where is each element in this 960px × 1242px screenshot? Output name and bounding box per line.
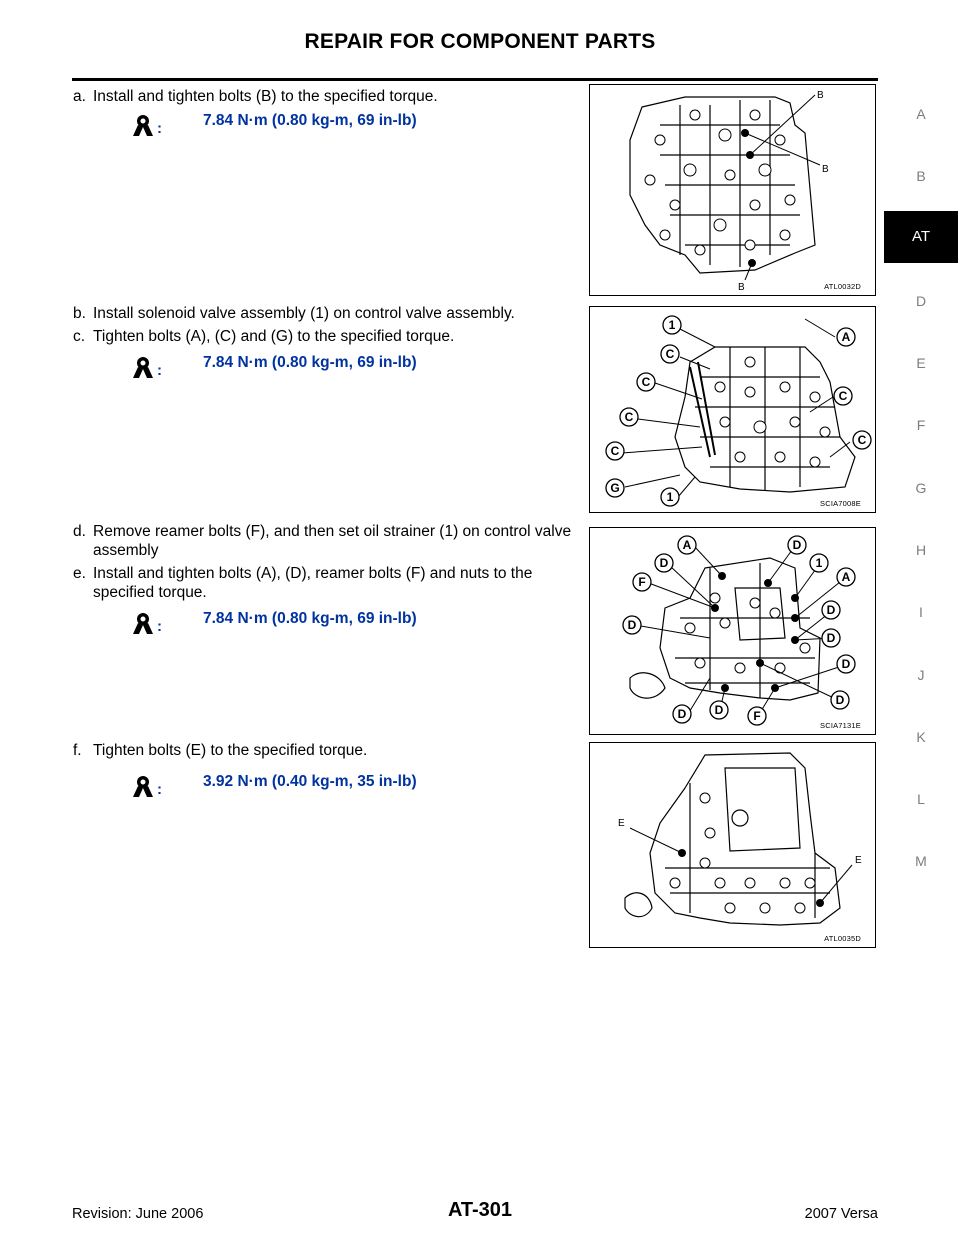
torque-wrench-icon <box>133 613 153 634</box>
callout-label: D <box>678 707 687 721</box>
figure-code: ATL0035D <box>824 934 861 943</box>
callout-label: D <box>827 631 836 645</box>
figure-2: 1 C C C C G 1 A C C SCIA7008E <box>589 306 876 513</box>
torque-value: 7.84 N·m (0.80 kg-m, 69 in-lb) <box>203 112 417 129</box>
valve-body-illustration: B B B <box>629 90 829 293</box>
figure-code: SCIA7131E <box>820 721 861 730</box>
step-letter: e. <box>73 565 86 582</box>
torque-wrench-icon <box>133 115 153 136</box>
footer-page-number: AT-301 <box>447 1199 513 1221</box>
callout-label: 1 <box>816 556 823 570</box>
torque-colon: : <box>157 618 162 635</box>
side-index-item[interactable]: I <box>919 604 923 620</box>
callout-label: B <box>822 164 829 175</box>
torque-colon: : <box>157 781 162 798</box>
step-text: Tighten bolts (A), (C) and (G) to the sp… <box>93 328 455 345</box>
step-letter: a. <box>73 88 86 105</box>
figure-4: E E ATL0035D <box>589 742 876 948</box>
step-text: Install solenoid valve assembly (1) on c… <box>93 305 515 322</box>
step-letter: b. <box>73 305 86 322</box>
step-f: f. Tighten bolts (E) to the specified to… <box>73 741 580 760</box>
side-index-item[interactable]: M <box>915 853 927 869</box>
torque-colon: : <box>157 120 162 137</box>
callout-label: D <box>842 657 851 671</box>
callout-label: C <box>611 444 620 458</box>
torque-value: 7.84 N·m (0.80 kg-m, 69 in-lb) <box>203 610 417 627</box>
figure-3: A D 1 D A F D D D D D D D F <box>589 527 876 735</box>
callout-label: D <box>827 603 836 617</box>
figure-code: SCIA7008E <box>820 499 861 508</box>
callout-label: D <box>836 693 845 707</box>
step-text: Remove reamer bolts (F), and then set oi… <box>93 523 572 559</box>
side-index-item[interactable]: H <box>915 542 927 558</box>
step-letter: c. <box>73 328 86 345</box>
callout-label: A <box>842 570 851 584</box>
step-letter: d. <box>73 523 86 540</box>
side-index-item[interactable]: D <box>915 293 927 309</box>
side-index-item[interactable]: L <box>917 791 925 807</box>
callout-label: C <box>839 389 848 403</box>
torque-spec-1: : 7.84 N·m (0.80 kg-m, 69 in-lb) <box>130 112 460 142</box>
torque-spec-4: : 3.92 N·m (0.40 kg-m, 35 in-lb) <box>130 773 460 803</box>
torque-wrench-icon <box>133 357 153 378</box>
torque-value: 3.92 N·m (0.40 kg-m, 35 in-lb) <box>203 773 417 790</box>
callout-label: F <box>753 709 760 723</box>
figure-1: B B B ATL0032D <box>589 84 876 296</box>
step-text: Install and tighten bolts (B) to the spe… <box>93 88 438 105</box>
callout-label: D <box>628 618 637 632</box>
callout-label: E <box>618 818 625 829</box>
side-index-item[interactable]: E <box>916 355 926 371</box>
solenoid-valve-illustration: 1 C C C C G 1 A C C <box>605 315 872 507</box>
step-a: a. Install and tighten bolts (B) to the … <box>73 87 580 106</box>
callout-label: C <box>625 410 634 424</box>
page-title: REPAIR FOR COMPONENT PARTS <box>304 30 656 53</box>
callout-label: G <box>610 481 619 495</box>
side-index-item[interactable]: A <box>916 106 926 122</box>
callout-label: D <box>715 703 724 717</box>
torque-value: 7.84 N·m (0.80 kg-m, 69 in-lb) <box>203 354 417 371</box>
side-index-item[interactable]: B <box>916 168 926 184</box>
callout-label: 1 <box>669 318 676 332</box>
step-e: e. Install and tighten bolts (A), (D), r… <box>73 564 580 602</box>
torque-wrench-icon <box>133 776 153 797</box>
side-index-active-tab[interactable]: AT <box>884 211 958 263</box>
footer-model: 2007 Versa <box>804 1206 878 1222</box>
torque-colon: : <box>157 362 162 379</box>
side-index-item[interactable]: J <box>917 667 925 683</box>
step-d: d. Remove reamer bolts (F), and then set… <box>73 522 580 560</box>
callout-label: 1 <box>667 490 674 504</box>
step-b: b. Install solenoid valve assembly (1) o… <box>73 304 580 323</box>
callout-label: B <box>738 282 745 293</box>
callout-label: A <box>683 538 692 552</box>
valve-assembly-illustration: E E <box>618 752 862 926</box>
side-index-item[interactable]: K <box>916 729 926 745</box>
callout-label: C <box>858 433 867 447</box>
callout-label: E <box>855 855 862 866</box>
step-letter: f. <box>73 742 82 759</box>
figure-code: ATL0032D <box>824 282 861 291</box>
callout-label: D <box>660 556 669 570</box>
callout-label: F <box>638 575 645 589</box>
footer-revision: Revision: June 2006 <box>72 1206 204 1222</box>
step-text: Install and tighten bolts (A), (D), ream… <box>93 565 533 601</box>
oil-strainer-illustration: A D 1 D A F D D D D D D D F <box>622 535 856 726</box>
callout-label: A <box>842 330 851 344</box>
side-index-item[interactable]: F <box>916 417 926 433</box>
title-rule <box>72 78 878 81</box>
callout-label: C <box>666 347 675 361</box>
side-index-item[interactable]: G <box>915 480 927 496</box>
step-text: Tighten bolts (E) to the specified torqu… <box>93 742 368 759</box>
callout-label: C <box>642 375 651 389</box>
step-c: c. Tighten bolts (A), (C) and (G) to the… <box>73 327 580 346</box>
torque-spec-3: : 7.84 N·m (0.80 kg-m, 69 in-lb) <box>130 610 460 640</box>
callout-label: B <box>817 90 824 101</box>
torque-spec-2: : 7.84 N·m (0.80 kg-m, 69 in-lb) <box>130 354 460 384</box>
callout-label: D <box>793 538 802 552</box>
